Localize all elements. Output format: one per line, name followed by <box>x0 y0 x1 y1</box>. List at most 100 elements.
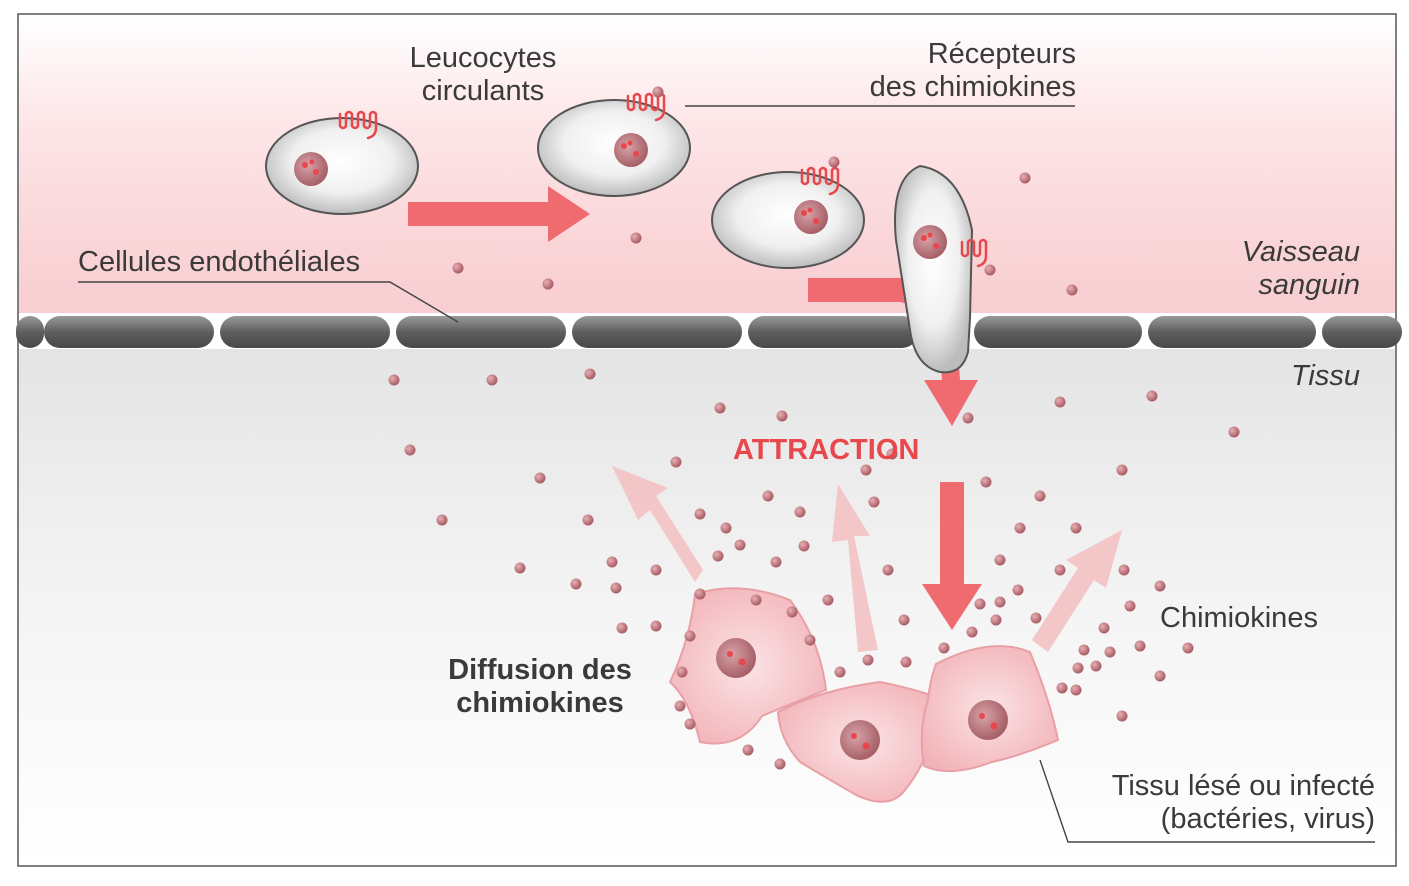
endothelial-cell <box>1148 316 1316 348</box>
chemokine-dot-icon <box>452 262 464 274</box>
chemokine-dot-icon <box>1154 670 1166 682</box>
chemokine-dot-icon <box>1090 660 1102 672</box>
chemokine-dot-icon <box>714 402 726 414</box>
chemokine-dot-icon <box>674 700 686 712</box>
chemokine-dot-icon <box>542 278 554 290</box>
chemokine-dot-icon <box>1054 564 1066 576</box>
receptor-coil-icon <box>338 110 378 140</box>
chemokine-dot-icon <box>770 556 782 568</box>
diffusion-label-line1: Diffusion des <box>448 654 632 686</box>
movement-arrow <box>408 186 590 242</box>
chemokine-dot-icon <box>750 594 762 606</box>
chemokine-dot-icon <box>1056 682 1068 694</box>
chemokine-dot-icon <box>862 654 874 666</box>
endothelial-cell <box>572 316 742 348</box>
attraction-arrow <box>922 482 982 630</box>
vaisseau-label: Vaisseau sanguin <box>1180 236 1360 302</box>
chemokine-dot-icon <box>388 374 400 386</box>
chemokine-dot-icon <box>582 514 594 526</box>
chemokine-dot-icon <box>1124 600 1136 612</box>
leucocytes-label-line2: circulants <box>421 75 545 107</box>
leukocyte-1 <box>265 117 419 215</box>
tissu-lese-label-line1: Tissu lésé ou infecté <box>1111 770 1375 802</box>
chemokine-dot-icon <box>974 598 986 610</box>
nucleus-icon <box>294 152 328 186</box>
chemokine-dot-icon <box>650 564 662 576</box>
tissu-lese-label-line2: (bactéries, virus) <box>1160 803 1375 835</box>
chemokine-dot-icon <box>774 758 786 770</box>
recepteurs-label-line2: des chimiokines <box>869 71 1076 103</box>
chemokine-dots <box>388 86 1240 770</box>
nucleus-icon <box>913 225 947 259</box>
chemokine-dot-icon <box>742 744 754 756</box>
diffusion-arrows <box>612 466 1122 652</box>
tissue-cell-1 <box>668 587 828 745</box>
chemokine-dot-icon <box>804 634 816 646</box>
endothelial-cell <box>1322 316 1402 348</box>
injured-tissue-leader-line <box>1039 759 1375 843</box>
diffusion-label: Diffusion des chimiokines <box>424 654 656 720</box>
chemokine-dot-icon <box>534 472 546 484</box>
endothelial-cell <box>16 316 44 348</box>
chemokine-dot-icon <box>786 606 798 618</box>
nucleus-icon <box>840 720 880 760</box>
chemokine-dot-icon <box>1070 684 1082 696</box>
chemokine-dot-icon <box>1078 644 1090 656</box>
chemokine-dot-icon <box>712 550 724 562</box>
chemokine-dot-icon <box>694 588 706 600</box>
leucocytes-label-line1: Leucocytes <box>409 42 557 74</box>
chemokine-dot-icon <box>860 464 872 476</box>
chemokine-dot-icon <box>962 412 974 424</box>
recepteurs-label-line1: Récepteurs <box>927 38 1076 70</box>
chemokine-dot-icon <box>776 410 788 422</box>
chemokine-dot-icon <box>616 622 628 634</box>
attraction-label: ATTRACTION <box>733 434 920 466</box>
chemokine-dot-icon <box>404 444 416 456</box>
chemokine-dot-icon <box>650 620 662 632</box>
receptor-coil-icon <box>960 238 988 268</box>
endothelial-cell <box>748 316 918 348</box>
chemokine-dot-icon <box>652 86 664 98</box>
receptor-coil-icon <box>626 92 666 122</box>
receptors <box>338 92 988 268</box>
chemokine-dot-icon <box>1104 646 1116 658</box>
chemokine-dot-icon <box>1072 662 1084 674</box>
chemokine-dot-icon <box>684 630 696 642</box>
chemokine-dot-icon <box>938 642 950 654</box>
endothelial-cell <box>974 316 1142 348</box>
chemokine-dot-icon <box>966 626 978 638</box>
chemokine-dot-icon <box>1012 584 1024 596</box>
chemokine-dot-icon <box>1182 642 1194 654</box>
diffusion-arrow <box>612 466 703 582</box>
chemokine-dot-icon <box>980 476 992 488</box>
blood-vessel-region <box>19 15 1395 320</box>
diffusion-arrow <box>1032 530 1122 652</box>
nucleus-icon <box>968 700 1008 740</box>
receptor-coil-icon <box>800 166 840 196</box>
endotheliales-label: Cellules endothéliales <box>78 246 361 278</box>
chimiokines-label: Chimiokines <box>1160 602 1318 634</box>
chemokine-dot-icon <box>734 539 746 551</box>
chemokine-dot-icon <box>1116 464 1128 476</box>
chemokine-dot-icon <box>720 522 732 534</box>
chemokine-dot-icon <box>1118 564 1130 576</box>
chemokine-dot-icon <box>994 554 1006 566</box>
vaisseau-label-line1: Vaisseau <box>1241 236 1360 268</box>
chemokine-dot-icon <box>794 506 806 518</box>
leader-lines <box>78 105 1375 843</box>
endothelial-cell <box>44 316 214 348</box>
endothelial-cell <box>396 316 566 348</box>
leukocyte-transmigrating <box>894 164 974 374</box>
chemokine-dot-icon <box>1054 396 1066 408</box>
chemokine-dot-icon <box>676 666 688 678</box>
chemokine-dot-icon <box>1034 490 1046 502</box>
chemokine-dot-icon <box>828 156 840 168</box>
chemokine-dot-icon <box>886 448 898 460</box>
chemokine-dot-icon <box>570 578 582 590</box>
vaisseau-label-line2: sanguin <box>1258 269 1360 301</box>
chemokine-dot-icon <box>1146 390 1158 402</box>
endothelium-layer <box>16 313 1402 349</box>
chemokine-dot-icon <box>610 582 622 594</box>
endothelial-cell <box>220 316 390 348</box>
